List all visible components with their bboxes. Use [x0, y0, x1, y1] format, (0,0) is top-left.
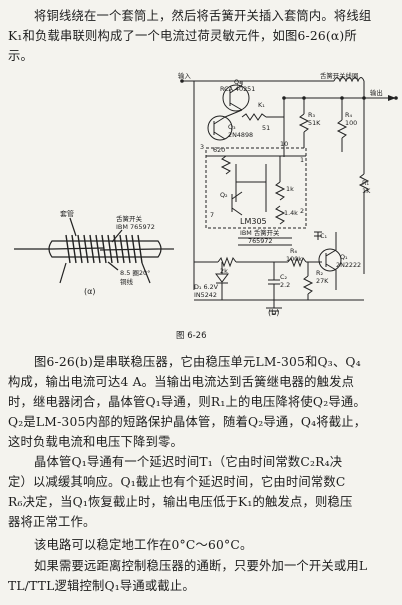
- label-d1-part: IN5242: [194, 291, 217, 299]
- text-line: 将铜线绕在一个套筒上，然后将舌簧开关插入套筒内。将线组: [34, 9, 372, 23]
- label-q1-part: 2N2222: [336, 261, 362, 269]
- label-tube: 套管: [60, 210, 74, 218]
- label-q2: Q₂: [220, 191, 228, 199]
- label-output: 输出: [370, 89, 383, 97]
- paragraph-regulator: 图6-26(b)是串联稳压器，它由稳压单元LM-305和Q₃、Q₄ 构成，输出电…: [0, 352, 402, 432]
- label-d1: D₁ 6.2V: [194, 283, 219, 291]
- figure-number: 图 6-26: [176, 331, 207, 341]
- label-q3-part: 2N4898: [228, 131, 254, 139]
- label-r4-value: 100: [345, 119, 358, 127]
- text-line: 如果需要远距离控制稳压器的通断，只要外加一个开关或用L: [34, 559, 368, 573]
- caption-figure-b: (b): [268, 308, 280, 317]
- label-pin-10: 10: [280, 140, 289, 148]
- label-pin-1: 1: [300, 156, 305, 164]
- label-coil-wire: 铜线: [120, 278, 133, 286]
- paragraph-remote-control: 如果需要远距离控制稳压器的通断，只要外加一个开关或用L TL/TTL逻辑控制Q₁…: [0, 556, 402, 596]
- label-r1-value: 1K: [362, 187, 371, 195]
- label-pin-3: 3: [200, 143, 205, 151]
- label-coil-turns: 8.5 圈20°: [120, 269, 151, 277]
- label-c2-value: 2.2: [280, 281, 291, 289]
- label-r-1k: 1k: [286, 185, 294, 193]
- label-reed-switch-part: IBM 765972: [116, 223, 155, 231]
- text-line: TL/TTL逻辑控制Q₁导通或截止。: [8, 579, 195, 593]
- label-pin-7: 7: [210, 211, 215, 219]
- text-line: 这时负载电流和电压下降到零。: [8, 435, 183, 449]
- label-lm305: LM305: [240, 217, 267, 226]
- label-r2: R₂: [316, 269, 324, 277]
- label-q1: Q₁: [340, 253, 348, 261]
- paragraph-intro: 将铜线绕在一个套筒上，然后将舌簧开关插入套筒内。将线组 K₁和负载串联则构成了一…: [0, 6, 402, 66]
- label-r-1-4k: 1.4k: [284, 209, 298, 217]
- paragraph-delay: 晶体管Q₁导通有一个延迟时间T₁（它由时间常数C₂R₄决 定）以减缓其响应。Q₁…: [0, 452, 402, 532]
- text-line: 器将正常工作。: [8, 515, 96, 529]
- label-q4-part: RCA 40251: [220, 85, 256, 93]
- label-q4: Q₄: [234, 78, 242, 86]
- text-line: 该电路可以稳定地工作在0°C～60°C。: [34, 538, 253, 552]
- text-line: 构成，输出电流可达4 A。当输出电流达到舌簧继电器的触发点: [8, 375, 355, 389]
- label-input: 输入: [178, 72, 191, 80]
- text-line: Q₂是LM-305内部的短路保护晶体管，随着Q₂导通，Q₄将截止，: [8, 415, 367, 429]
- label-r3-value: 51K: [308, 119, 321, 127]
- label-ibm-part: 765972: [248, 237, 273, 245]
- label-c1: C₁: [320, 232, 328, 240]
- text-line: 定）以减缓其响应。Q₁截止也有个延迟时间，它由时间常数C: [8, 475, 346, 489]
- text-line: K₁和负载串联则构成了一个电流过荷灵敏元件，如图6-26(α)所: [8, 29, 357, 43]
- label-ibm-switch: IBM 舌簧开关: [240, 229, 280, 237]
- label-r5: 51: [262, 124, 271, 132]
- paragraph-temperature: 该电路可以稳定地工作在0°C～60°C。: [0, 535, 402, 555]
- label-r3: R₃: [308, 111, 316, 119]
- label-r1: R₁: [362, 179, 370, 187]
- figure-b-regulator-schematic: [180, 77, 398, 315]
- label-r-2k: 2k: [220, 267, 228, 275]
- label-r6: R₆: [290, 247, 298, 255]
- label-r2-value: 27K: [316, 277, 329, 285]
- paragraph-regulator-end: 这时负载电流和电压下降到零。: [0, 432, 402, 452]
- label-q3: Q₃: [228, 123, 236, 131]
- text-line: 示。: [8, 49, 33, 63]
- label-r4: R₄: [345, 111, 353, 119]
- caption-figure-a: (α): [84, 287, 96, 296]
- text-line: R₆决定，当Q₁恢复截止时，输出电压低于K₁的触发点，则稳压: [8, 495, 353, 509]
- label-r2-internal: 620: [213, 146, 226, 154]
- label-reed-switch: 舌簧开关: [116, 215, 142, 223]
- text-line: 图6-26(b)是串联稳压器，它由稳压单元LM-305和Q₃、Q₄: [34, 355, 361, 369]
- label-coil: 舌簧开关线圈: [320, 72, 359, 80]
- text-line: 时，继电器闭合，晶体管Q₁导通，则R₁上的电压降将使Q₂导通。: [8, 395, 366, 409]
- text-line: 晶体管Q₁导通有一个延迟时间T₁（它由时间常数C₂R₄决: [34, 455, 343, 469]
- label-r6-value: 100k: [286, 255, 302, 263]
- label-c2: C₂: [280, 273, 288, 281]
- label-k1: K₁: [258, 101, 265, 109]
- label-pin-2: 2: [300, 207, 305, 215]
- figure-a-reed-switch: [14, 217, 174, 284]
